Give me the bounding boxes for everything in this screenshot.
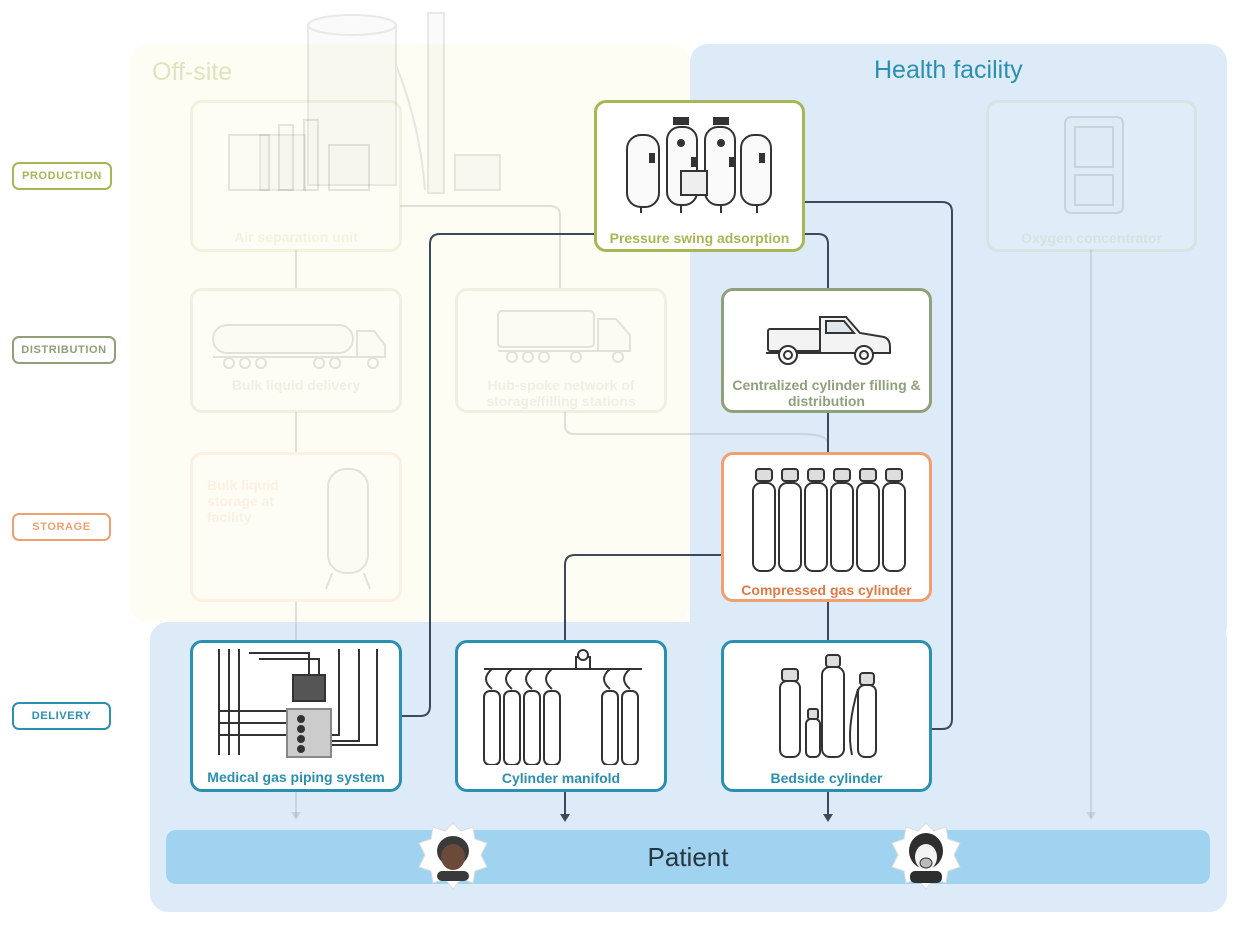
- psa-card[interactable]: Pressure swing adsorption: [594, 100, 805, 252]
- patient-with-mask-icon: [891, 822, 961, 890]
- row-label-production: PRODUCTION: [12, 162, 112, 190]
- patient-avatar-icon: [418, 822, 488, 890]
- liquid-tank-icon: [325, 468, 371, 590]
- psa-label: Pressure swing adsorption: [609, 230, 790, 246]
- bedside-label: Bedside cylinder: [770, 770, 883, 786]
- psa-to-piping-line: [400, 233, 594, 717]
- compressed-card[interactable]: Compressed gas cylinder: [721, 452, 932, 602]
- pickup-truck-icon: [766, 316, 891, 365]
- active-connectors: [400, 201, 953, 816]
- asu-plant-illustration: [259, 12, 501, 194]
- bulk-storage-label: Bulk liquid storage at facility: [207, 477, 279, 525]
- concentrator-card[interactable]: Oxygen concentrator: [986, 100, 1197, 252]
- psa-plant-icon: [626, 117, 772, 213]
- manifold-arrowhead: [560, 814, 570, 822]
- row-label-distribution: DISTRIBUTION: [12, 336, 116, 364]
- facility-title: Health facility: [874, 56, 1023, 84]
- cylinder-manifold-icon: [483, 649, 642, 765]
- psa-to-centralized-line: [804, 233, 829, 288]
- compressed-label: Compressed gas cylinder: [741, 582, 912, 598]
- tanker-truck-icon: [212, 324, 386, 369]
- patient-label: Patient: [647, 842, 729, 872]
- gas-cylinders-icon: [752, 468, 906, 572]
- air-separation-plant-icon: [228, 119, 370, 191]
- piping-card[interactable]: Medical gas piping system: [190, 640, 402, 792]
- bedside-card[interactable]: Bedside cylinder: [721, 640, 932, 792]
- piping-panel-icon: [218, 649, 378, 758]
- asu-to-hub-line: [400, 205, 561, 288]
- bulk-delivery-card[interactable]: Bulk liquid delivery: [190, 288, 402, 413]
- row-label-delivery: DELIVERY: [12, 702, 111, 730]
- psa-to-bedside-line: [804, 201, 953, 730]
- concentrator-label: Oxygen concentrator: [1021, 230, 1162, 246]
- asu-card[interactable]: Air separation unit: [190, 100, 402, 252]
- hub-spoke-card[interactable]: Hub-spoke network of storage/filling sta…: [455, 288, 667, 413]
- asu-label: Air separation unit: [234, 229, 358, 245]
- manifold-label: Cylinder manifold: [501, 770, 621, 786]
- piping-label: Medical gas piping system: [207, 769, 385, 785]
- hub-spoke-label: Hub-spoke network of storage/filling sta…: [486, 377, 636, 409]
- piping-faded-arrowhead: [291, 812, 301, 820]
- concentrator-faded-arrowhead: [1086, 812, 1096, 820]
- centralized-card[interactable]: Centralized cylinder filling & distribut…: [721, 288, 932, 413]
- manifold-card[interactable]: Cylinder manifold: [455, 640, 667, 792]
- bedside-arrowhead: [823, 814, 833, 822]
- bulk-storage-card[interactable]: Bulk liquid storage at facility: [190, 452, 402, 602]
- faded-connectors: [295, 205, 1092, 818]
- centralized-label: Centralized cylinder filling & distribut…: [732, 377, 921, 409]
- bulk-delivery-label: Bulk liquid delivery: [231, 377, 361, 393]
- compressed-to-manifold-line: [564, 554, 721, 640]
- row-label-storage: STORAGE: [12, 513, 111, 541]
- offsite-title: Off-site: [152, 58, 233, 86]
- patient-bar: Patient: [166, 830, 1210, 884]
- oxygen-concentrator-icon: [1064, 116, 1124, 214]
- bedside-cylinders-icon: [779, 654, 877, 758]
- tanker-truck-icon: [497, 310, 631, 363]
- hub-to-compressed-line: [564, 412, 829, 445]
